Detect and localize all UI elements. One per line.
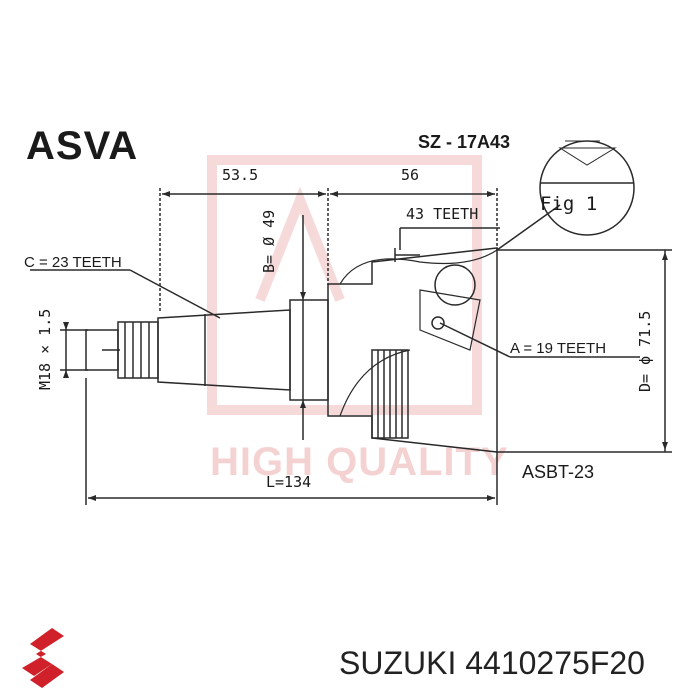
spline-a-label: A = 19 TEETH: [510, 340, 607, 357]
dim-53-5: 53.5: [222, 166, 259, 184]
dim-m: M18 × 1.5: [36, 308, 54, 390]
dim-d: D= ϕ 71.5: [636, 310, 654, 392]
footer-part-number: SUZUKI 4410275F20: [339, 645, 645, 681]
dim-b: B= Ø 49: [260, 209, 278, 273]
boot-code: ASBT-23: [522, 462, 595, 482]
fig-label: Fig 1: [540, 193, 598, 215]
dim-l: L=134: [266, 473, 312, 491]
part-code: SZ - 17A43: [418, 132, 511, 152]
brand-title: ASVA: [26, 124, 139, 168]
suzuki-logo-icon: [22, 628, 64, 688]
outer-teeth-label: 43 TEETH: [406, 205, 479, 223]
dim-56: 56: [401, 166, 420, 184]
spline-c-label: C = 23 TEETH: [24, 254, 122, 271]
